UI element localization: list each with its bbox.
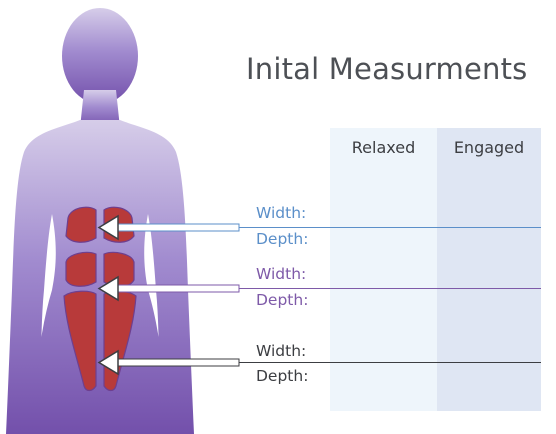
body-silhouette: [6, 8, 194, 434]
engaged-header: Engaged: [437, 138, 541, 157]
depth-label-3: Depth:: [256, 367, 308, 385]
engaged-column: [437, 128, 541, 411]
row-line-1: [239, 227, 541, 228]
row-line-2: [239, 288, 541, 289]
depth-label-1: Depth:: [256, 230, 308, 248]
width-label-3: Width:: [256, 342, 306, 360]
relaxed-header: Relaxed: [330, 138, 437, 157]
width-label-2: Width:: [256, 265, 306, 283]
width-label-1: Width:: [256, 204, 306, 222]
page-title: Inital Measurments: [246, 52, 528, 86]
relaxed-column: [330, 128, 437, 411]
depth-label-2: Depth:: [256, 291, 308, 309]
row-line-3: [239, 362, 541, 363]
